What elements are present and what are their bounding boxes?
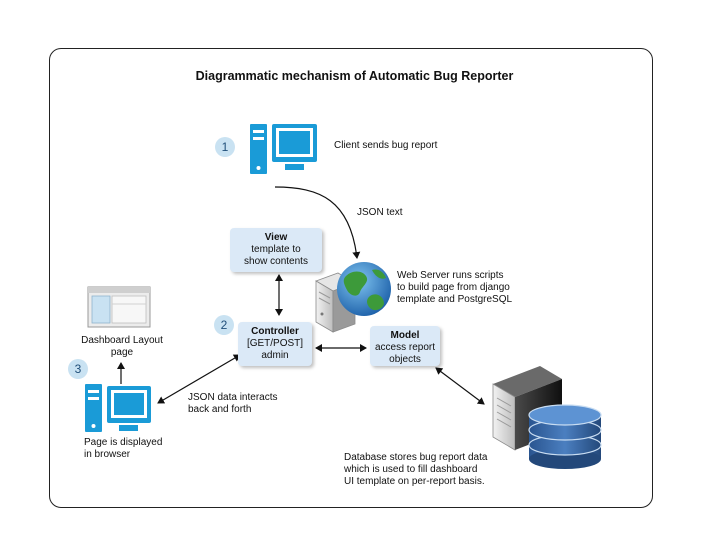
database-line1: Database stores bug report data (344, 452, 488, 463)
controller-line1: [GET/POST] (246, 338, 304, 349)
model-line2: objects (389, 354, 421, 365)
controller-title: Controller (251, 326, 299, 337)
globe-icon (337, 262, 391, 316)
database-label: Database stores bug report data which is… (344, 452, 487, 488)
arrow-client-to-server (274, 186, 361, 259)
web-server-line3: template and PostgreSQL (397, 294, 513, 305)
controller-line2: admin (261, 350, 289, 361)
view-title: View (264, 232, 288, 243)
arrow-model-database (435, 367, 485, 405)
dashboard-label: Dashboard Layout page (78, 335, 166, 359)
database-line2: which is used to fill dashboard (344, 464, 478, 475)
client-computer-icon (250, 124, 317, 174)
database-line3: UI template on per-report basis. (344, 476, 485, 487)
diagram-title: Diagrammatic mechanism of Automatic Bug … (195, 69, 514, 83)
arrow-controller-browser (157, 354, 241, 404)
step-1-badge: 1 (215, 137, 235, 157)
web-server-line1: Web Server runs scripts (397, 270, 504, 281)
view-line2: show contents (244, 256, 308, 267)
model-title: Model (390, 330, 420, 341)
dashboard-line1: Dashboard Layout (81, 335, 163, 346)
model-line1: access report (374, 342, 436, 353)
json-interacts-line1: JSON data interacts (188, 392, 278, 403)
step-2-badge: 2 (214, 315, 234, 335)
browser-line1: Page is displayed (84, 437, 163, 448)
browser-line2: in browser (84, 449, 131, 460)
json-text-label: JSON text (357, 207, 403, 218)
view-line1: template to (251, 244, 301, 255)
web-server-label: Web Server runs scripts to build page fr… (397, 270, 512, 306)
dashboard-line2: page (110, 347, 134, 358)
diagram-frame (49, 48, 653, 508)
step-3-badge: 3 (68, 359, 88, 379)
web-server-line2: to build page from django (397, 282, 510, 293)
model-box: Model access report objects (370, 326, 440, 366)
json-interacts-label: JSON data interacts back and forth (188, 392, 277, 416)
dashboard-page-icon (87, 286, 151, 328)
browser-computer-icon (85, 384, 151, 432)
database-cylinder-icon (528, 404, 602, 469)
controller-box: Controller [GET/POST] admin (238, 322, 312, 366)
json-interacts-line2: back and forth (188, 404, 252, 415)
client-label: Client sends bug report (334, 140, 438, 151)
browser-label: Page is displayed in browser (84, 437, 162, 461)
view-box: View template to show contents (230, 228, 322, 272)
